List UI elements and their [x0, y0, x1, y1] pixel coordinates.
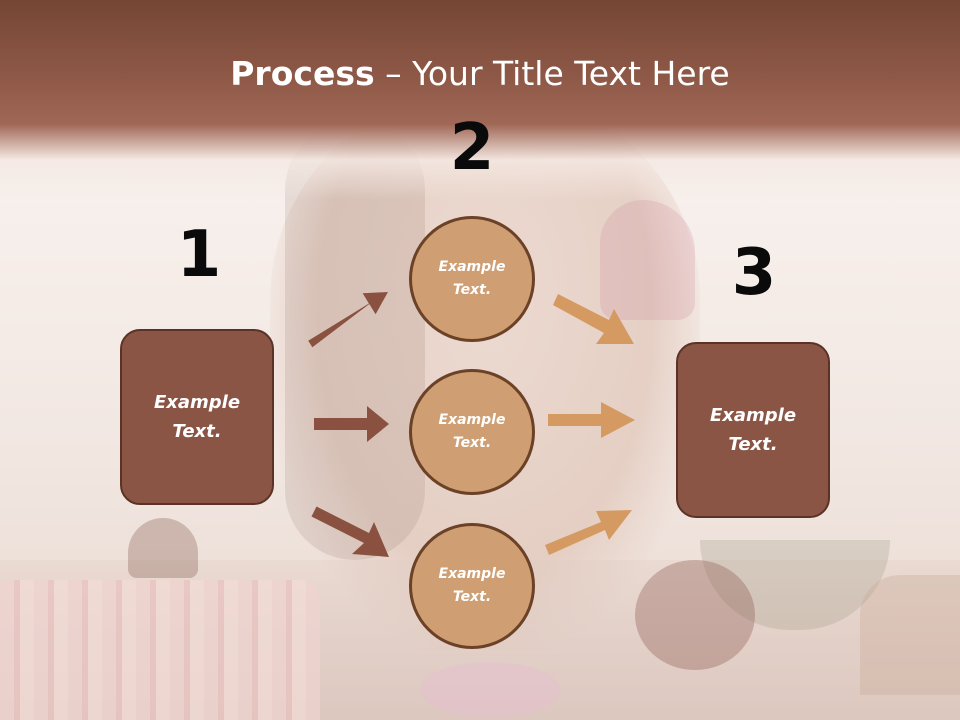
circle-top-text: Example Text.: [438, 259, 506, 298]
step-number-2[interactable]: 2: [449, 111, 495, 185]
circle-middle-text: Example Text.: [438, 412, 506, 451]
step-3-text: Example Text.: [709, 405, 797, 455]
arrow-box1-to-circle1: [308, 292, 388, 348]
left-arrows: [308, 292, 389, 557]
arrow-box1-to-circle2: [314, 406, 389, 442]
title-bold-part: Process: [230, 54, 375, 93]
step-2-circle-bottom[interactable]: Example Text.: [409, 523, 535, 649]
arrow-circle3-to-box3: [545, 510, 632, 555]
step-number-3[interactable]: 3: [731, 236, 777, 310]
background-plate: [420, 662, 560, 718]
arrow-circle2-to-box3: [548, 402, 635, 438]
background-muffin-large: [635, 560, 755, 670]
step-1-box[interactable]: Example Text.: [120, 329, 274, 505]
step-3-box[interactable]: Example Text.: [676, 342, 830, 518]
arrow-circle1-to-box3: [553, 294, 634, 344]
background-muffin: [128, 518, 198, 578]
title-band: [0, 0, 960, 200]
right-arrows: [545, 294, 635, 555]
slide-title[interactable]: Process – Your Title Text Here: [0, 54, 960, 93]
title-rest-part: – Your Title Text Here: [374, 54, 730, 93]
step-number-1[interactable]: 1: [176, 218, 222, 292]
arrow-box1-to-circle3: [311, 506, 389, 557]
circle-bottom-text: Example Text.: [438, 566, 506, 605]
background-cake: [0, 580, 320, 720]
background-pastry: [860, 575, 960, 695]
background-shoulder: [600, 200, 695, 320]
step-1-text: Example Text.: [153, 392, 241, 442]
step-2-circle-top[interactable]: Example Text.: [409, 216, 535, 342]
step-2-circle-middle[interactable]: Example Text.: [409, 369, 535, 495]
